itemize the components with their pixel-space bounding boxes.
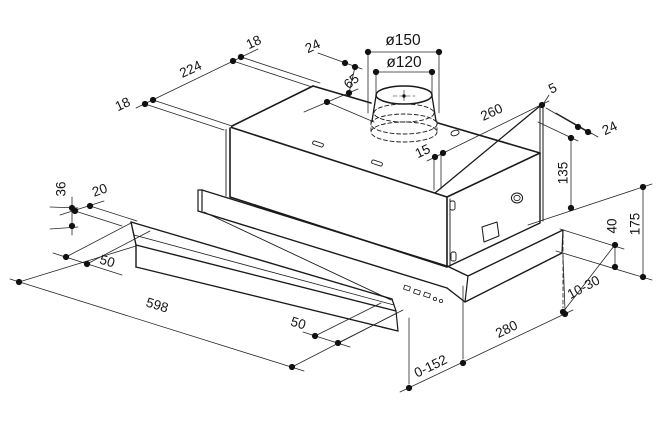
ext-lines-65 — [326, 66, 375, 123]
dimension-lines — [9, 48, 653, 393]
visor-left-end — [130, 221, 137, 268]
dim-label-65: 65 — [341, 71, 362, 92]
visor-panel-seam — [133, 234, 395, 306]
dim-label-175: 175 — [628, 213, 643, 236]
dim-label-diameter-120: ø120 — [386, 54, 422, 71]
dim-label-20: 20 — [90, 181, 109, 200]
rail-pin — [432, 296, 437, 301]
visor-long-edges — [130, 221, 399, 332]
ext-lines-598 — [18, 245, 398, 368]
box-top-face — [230, 86, 540, 197]
collar-center-dot — [402, 94, 406, 98]
right-face-cable-hole-inner — [513, 194, 521, 202]
dim-label-598: 598 — [144, 295, 170, 316]
side-bracket-back-edge — [539, 105, 544, 222]
dim-line-top-chain — [135, 48, 259, 109]
rail-clip — [403, 284, 411, 292]
dim-label-36: 36 — [54, 181, 69, 196]
ext-lines-20 — [74, 205, 138, 227]
ext-lines-50-bottom — [314, 302, 404, 344]
slide-rail-line — [203, 211, 392, 301]
bracket-keyhole-slot — [449, 200, 456, 211]
box-right-face — [447, 153, 540, 267]
dim-label-diameter-150: ø150 — [385, 32, 421, 49]
ext-lines-top-chain — [144, 56, 321, 131]
side-bracket-slant-edge — [434, 105, 541, 194]
dim-line-10-30 — [562, 245, 615, 313]
dim-label-24-right: 24 — [600, 118, 620, 138]
dim-frame-120 — [375, 71, 433, 94]
dim-label-24-top: 24 — [303, 36, 323, 56]
collar-sides — [371, 95, 437, 122]
dim-label-50-left: 50 — [98, 252, 117, 271]
chassis-ledge-left-end — [197, 189, 203, 212]
dim-line-50-bottom — [302, 331, 351, 348]
dim-line-20 — [59, 200, 105, 216]
dim-label-260: 260 — [478, 101, 505, 124]
box-front-face — [230, 127, 447, 267]
bracket-keyhole-slot — [450, 251, 457, 262]
chassis-ledge-edges — [197, 189, 448, 289]
ext-line-135-175 — [527, 183, 653, 226]
box-corner-tab — [221, 119, 231, 131]
dim-label-50-bottom: 50 — [289, 314, 308, 333]
dim-label-0-152: 0-152 — [412, 352, 450, 381]
rail-clip — [413, 288, 421, 296]
collar-hidden-ring-3 — [370, 121, 438, 143]
dim-label-5: 5 — [546, 80, 559, 97]
ext-lines-15 — [433, 152, 442, 191]
dim-line-260 — [426, 100, 550, 162]
top-face-slot — [312, 140, 324, 148]
dimension-dots — [15, 48, 647, 392]
dim-line-598 — [9, 278, 305, 372]
ext-line-40-bottom — [555, 250, 653, 281]
rail-pin — [438, 298, 443, 303]
collar-center-crosshair — [392, 89, 416, 103]
ext-lines-bottom-chain — [408, 255, 566, 385]
rail-clip — [423, 291, 431, 299]
dim-label-18-left: 18 — [113, 94, 133, 114]
collar-top-ellipse — [375, 85, 433, 105]
right-face-cable-hole-outer — [510, 192, 524, 204]
box-top-face-edges — [229, 85, 541, 198]
dim-label-10-30: 10-30 — [565, 272, 603, 301]
visor-right-end — [391, 298, 399, 332]
dim-line-bottom-chain — [399, 309, 574, 393]
dim-label-15: 15 — [413, 141, 433, 161]
collar-hidden-sides — [370, 120, 438, 132]
dim-label-18-top: 18 — [244, 32, 264, 52]
right-face-square-hole — [481, 221, 500, 243]
top-face-slot — [371, 159, 383, 167]
body-details — [46, 129, 524, 303]
flue-collar — [370, 85, 438, 143]
wall-bracket — [46, 201, 56, 234]
hood-body — [130, 85, 564, 332]
top-face-hole — [450, 129, 460, 137]
dim-label-40: 40 — [605, 218, 620, 233]
ext-lines-50-left — [65, 222, 151, 265]
dim-label-135: 135 — [556, 162, 571, 185]
dim-frame-150 — [367, 51, 440, 114]
